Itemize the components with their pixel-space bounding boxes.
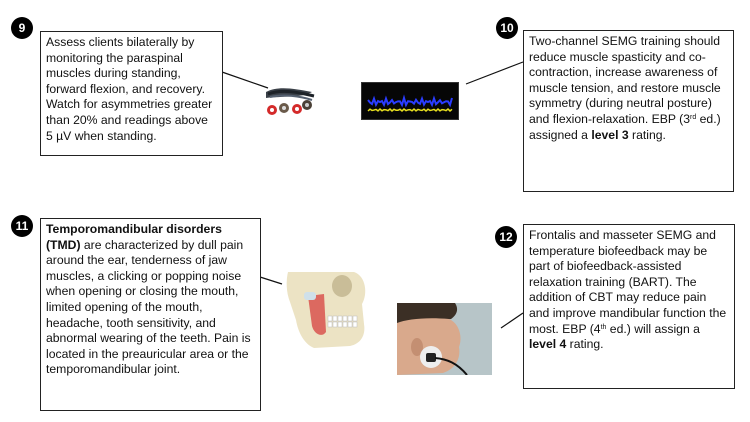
panel-10-text-a: Two-channel SEMG training should reduce … — [529, 34, 721, 126]
panel-12-level: level 4 — [529, 337, 567, 352]
panel-12-text-box: Frontalis and masseter SEMG and temperat… — [523, 224, 735, 389]
panel-10-text-c: rating. — [628, 127, 666, 142]
panel-10-level: level 3 — [591, 127, 629, 142]
panel-10-text-b: ed.) assigned a — [529, 111, 721, 142]
step-badge-11: 11 — [11, 215, 33, 237]
skull-tmj-image — [284, 272, 374, 350]
panel-9-text: Assess clients bilaterally by monitoring… — [46, 35, 213, 143]
panel-10-sup: rd — [690, 113, 697, 121]
panel-12-text-a: Frontalis and masseter SEMG and temperat… — [529, 228, 727, 336]
step-badge-12: 12 — [495, 226, 517, 248]
emg-trace-image — [361, 82, 459, 120]
connector-11 — [259, 276, 283, 285]
panel-11-text-box: Temporomandibular disorders (TMD) are ch… — [40, 218, 261, 411]
panel-12-sup: th — [600, 323, 607, 331]
panel-9-text-box: Assess clients bilaterally by monitoring… — [40, 31, 223, 156]
connector-12 — [500, 312, 524, 329]
panel-11-text: are characterized by dull pain around th… — [46, 237, 251, 377]
panel-12-text-c: rating. — [566, 337, 604, 352]
connector-10 — [465, 61, 524, 85]
step-badge-9: 9 — [11, 17, 33, 39]
panel-10-text-box: Two-channel SEMG training should reduce … — [523, 30, 734, 192]
emg-blue-trace — [367, 94, 453, 108]
face-sensor-photo — [397, 303, 492, 375]
panel-12-text-b: ed.) will assign a — [606, 321, 700, 336]
connector-9 — [221, 71, 269, 89]
emg-yellow-trace — [367, 107, 453, 113]
panel-11-term: Temporomandibular disorders (TMD) — [46, 222, 222, 252]
electrode-leads-image — [262, 84, 318, 124]
step-badge-10: 10 — [496, 17, 518, 39]
